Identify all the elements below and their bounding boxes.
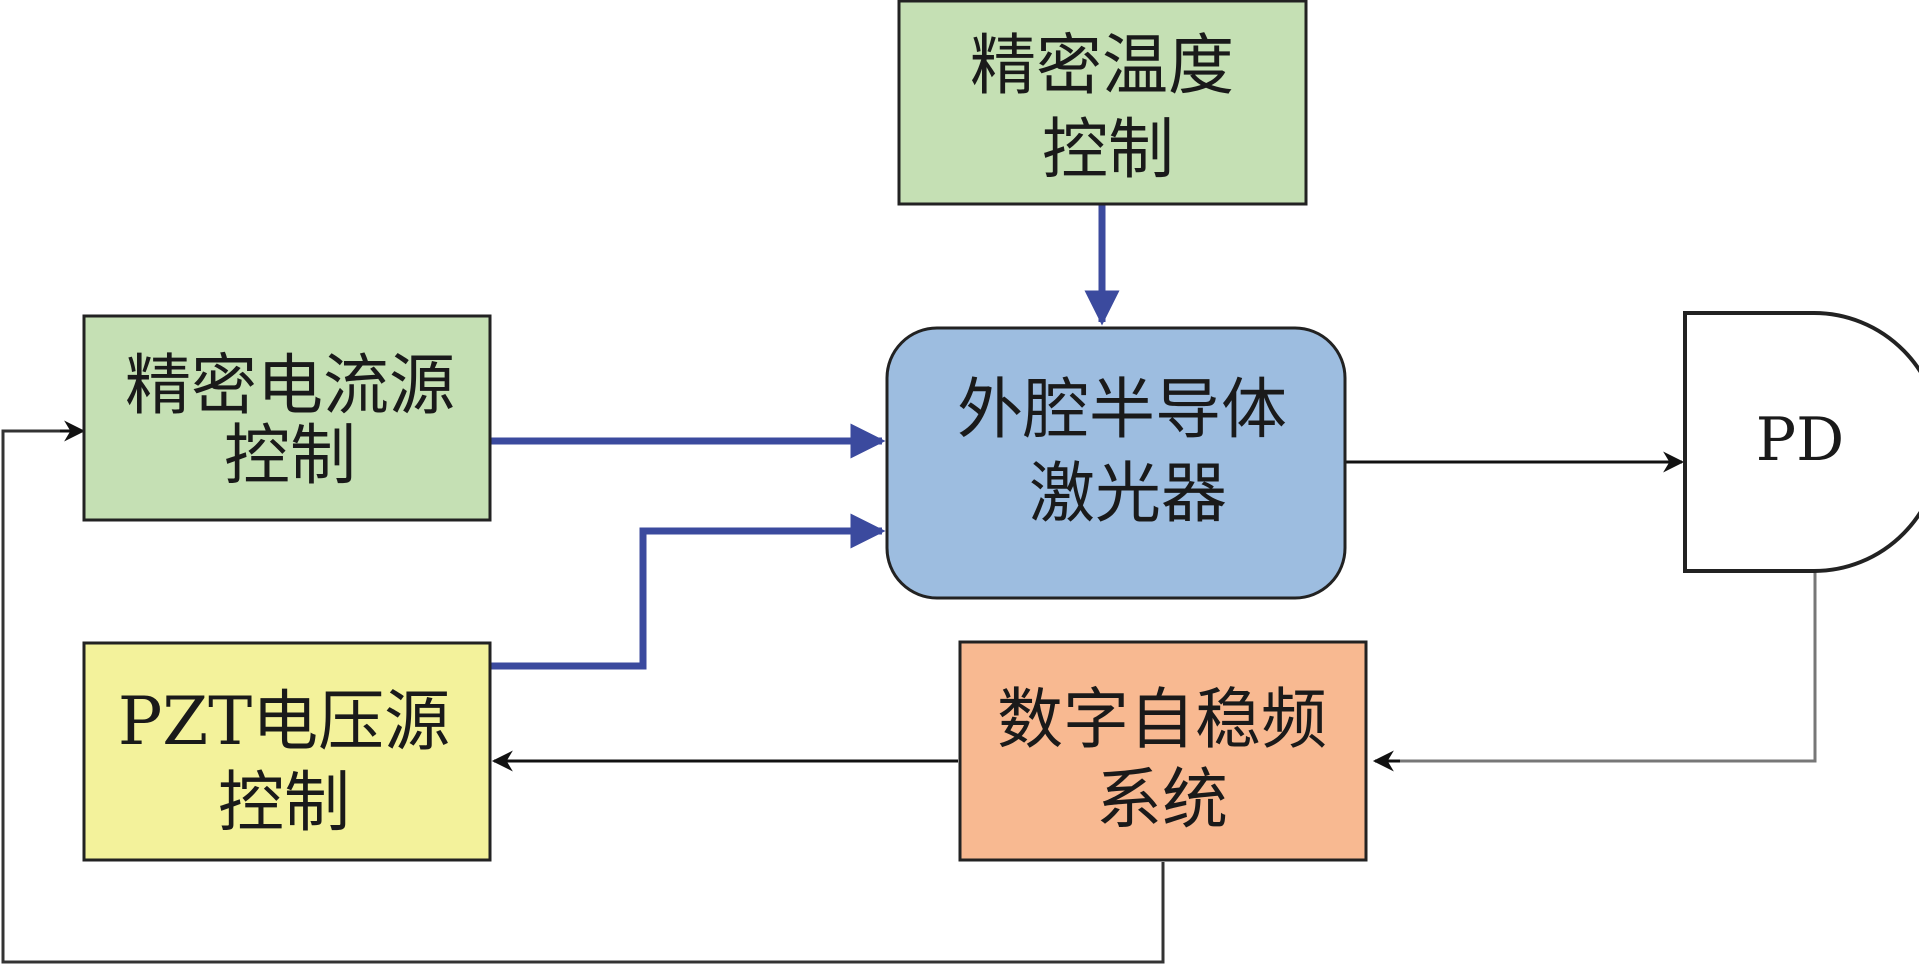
pzt-control-box	[82, 641, 492, 862]
pzt-control-label-line1: PZT电压源	[118, 683, 450, 760]
temp-control-label-line1: 精密温度	[970, 27, 1234, 104]
temp-control-label-line2: 控制	[1042, 111, 1174, 188]
temp-control-block: 精密温度 控制	[897, 0, 1308, 206]
stabilizer-to-current-line	[1, 429, 1165, 964]
laser-label-line1: 外腔半导体	[957, 371, 1287, 448]
photodetector-label: PD	[1756, 405, 1844, 475]
photodetector-shape	[1683, 311, 1919, 573]
current-control-label-line2: 控制	[224, 417, 356, 494]
current-control-label-line1: 精密电流源	[125, 347, 455, 424]
current-control-box	[82, 314, 492, 522]
laser-box	[885, 326, 1347, 600]
pzt-to-laser-arrow	[490, 513, 886, 670]
pzt-control-block: PZT电压源 控制	[82, 641, 492, 862]
freq-stabilizer-block: 数字自稳频 系统	[958, 640, 1368, 862]
laser-block: 外腔半导体 激光器	[885, 326, 1347, 600]
current-control-block: 精密电流源 控制	[82, 314, 492, 522]
photodetector-block: PD	[1683, 311, 1919, 573]
freq-stabilizer-box	[958, 640, 1368, 862]
freq-stabilizer-label-line1: 数字自稳频	[997, 681, 1327, 758]
laser-label-line2: 激光器	[1029, 455, 1227, 532]
temp-control-box	[897, 0, 1308, 206]
pd-to-stabilizer-line	[1400, 572, 1817, 763]
pzt-control-label-line2: 控制	[218, 764, 350, 841]
freq-stabilizer-label-line2: 系统	[1096, 761, 1228, 838]
